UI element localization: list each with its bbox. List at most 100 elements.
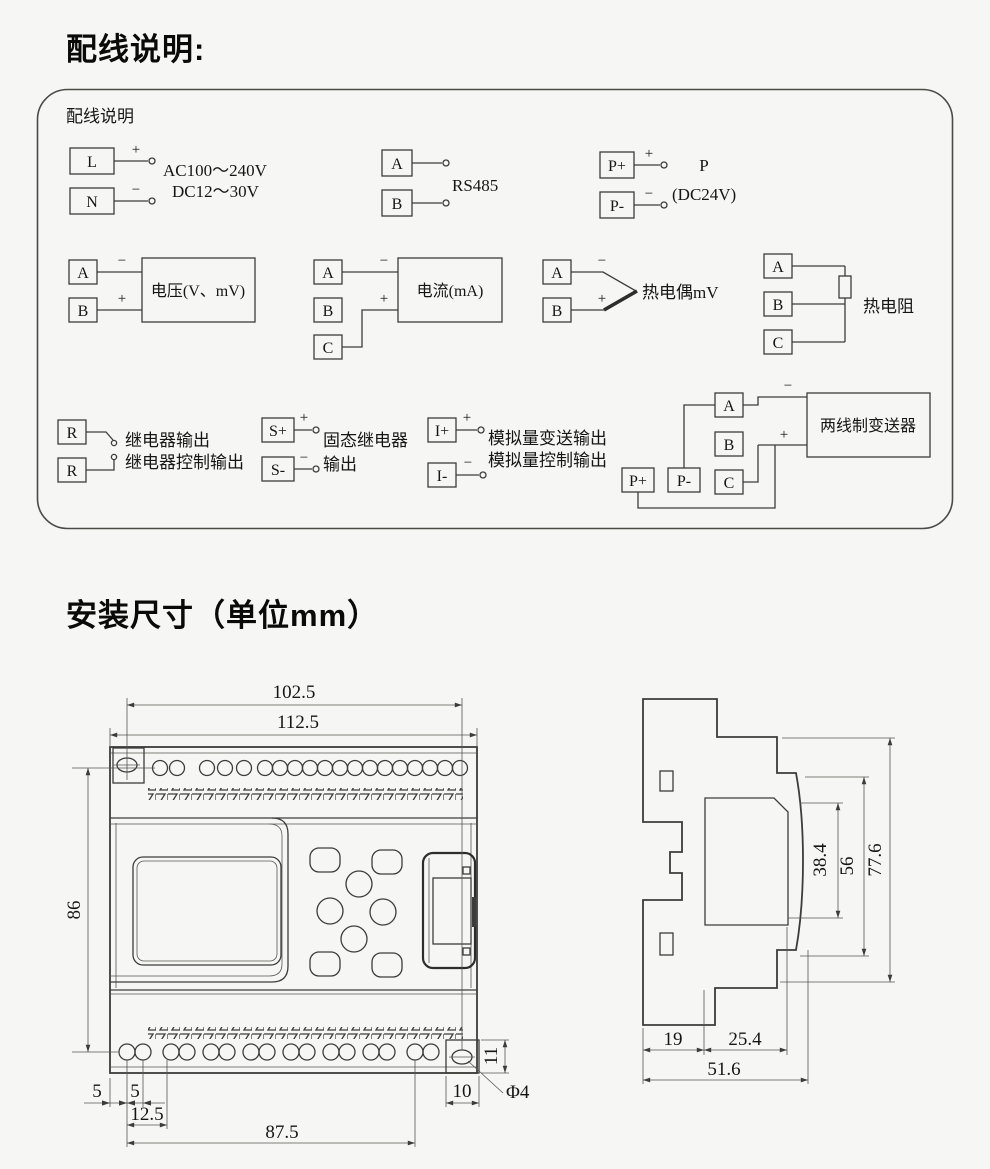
key-top-right[interactable] (371, 849, 403, 875)
dim-11: 11 (481, 1047, 502, 1065)
relay-output-wiring: R R 继电器输出 继电器控制输出 (57, 419, 244, 483)
rs485-wiring: A B RS485 (381, 149, 498, 217)
svg-text:P+: P+ (608, 158, 626, 175)
svg-text:−: − (380, 253, 388, 269)
svg-text:−: − (598, 253, 606, 269)
dim-19: 19 (664, 1029, 683, 1050)
aux-power-wiring: P+ + P- − P (DC24V) (599, 146, 736, 219)
dim-5b: 5 (130, 1081, 140, 1102)
svg-text:+: + (118, 291, 126, 307)
svg-text:B: B (724, 437, 735, 454)
dim-5a: 5 (92, 1081, 102, 1102)
svg-text:A: A (551, 265, 563, 282)
svg-text:P-: P- (610, 198, 624, 215)
svg-text:−: − (132, 182, 140, 198)
installation-drawing: 102.5 112.5 86 5 5 12.5 87.5 (64, 682, 895, 1147)
top-vent-serration (148, 788, 463, 800)
transmitter-label: 两线制变送器 (820, 417, 916, 435)
ssr-label-1: 固态继电器 (323, 431, 408, 450)
lcd-display (132, 856, 282, 966)
svg-text:−: − (464, 455, 472, 471)
svg-text:C: C (323, 340, 334, 357)
keypad (309, 847, 403, 978)
wiring-heading: 配线说明: (66, 32, 206, 67)
relay-label-2: 继电器控制输出 (125, 453, 244, 472)
wiring-box-border (36, 88, 954, 530)
svg-text:+: + (598, 291, 606, 307)
bottom-vent-serration (148, 1027, 463, 1039)
dim-125: 12.5 (130, 1104, 163, 1125)
thermocouple-wiring: A B − + 热电偶mV (542, 253, 719, 323)
analog-label-2: 模拟量控制输出 (488, 451, 607, 470)
aux-name: P (699, 156, 708, 175)
svg-text:R: R (67, 425, 78, 442)
key-bottom-left[interactable] (309, 951, 341, 977)
dim-10: 10 (453, 1081, 472, 1102)
svg-text:P+: P+ (629, 473, 647, 490)
rs485-label: RS485 (452, 176, 498, 195)
front-view-dimensions: 102.5 112.5 86 5 5 12.5 87.5 (64, 682, 530, 1147)
rtd-label: 热电阻 (863, 297, 914, 316)
svg-text:+: + (463, 410, 471, 426)
svg-text:P-: P- (677, 473, 691, 490)
analog-output-wiring: I+ + I- − 模拟量变送输出 模拟量控制输出 (427, 410, 607, 488)
svg-text:−: − (300, 450, 308, 466)
svg-text:+: + (132, 142, 140, 158)
key-up[interactable] (345, 870, 373, 898)
power-ac-label: AC100～240V (163, 161, 268, 180)
svg-text:A: A (322, 265, 334, 282)
svg-text:−: − (645, 186, 653, 202)
side-window-outline (704, 797, 789, 926)
wiring-diagram: 配线说明 L + N − AC100～240V DC12～30V A B RS4… (36, 88, 954, 530)
analog-label-1: 模拟量变送输出 (488, 429, 607, 448)
power-dc-label: DC12～30V (172, 182, 260, 201)
svg-text:B: B (78, 303, 89, 320)
svg-text:+: + (300, 410, 308, 426)
aux-volt: (DC24V) (672, 185, 736, 204)
svg-text:A: A (77, 265, 89, 282)
side-view (642, 698, 804, 1026)
rtd-wiring: A B C 热电阻 (763, 253, 914, 355)
bottom-terminal-row (118, 1043, 440, 1061)
face-plate (110, 817, 477, 995)
dim-hole-diameter: Φ4 (506, 1082, 530, 1103)
mounting-heading: 安装尺寸（单位mm） (66, 598, 380, 633)
key-left[interactable] (316, 897, 344, 925)
mounting-ear-bottom-right (445, 1039, 480, 1074)
svg-text:I+: I+ (435, 423, 449, 440)
current-label: 电流(mA) (417, 282, 484, 300)
thermocouple-label: 热电偶mV (642, 283, 719, 302)
dim-875: 87.5 (265, 1122, 298, 1143)
svg-text:B: B (323, 303, 334, 320)
svg-text:R: R (67, 463, 78, 480)
relay-label-1: 继电器输出 (125, 431, 210, 450)
key-right[interactable] (369, 898, 397, 926)
dim-total-width: 112.5 (277, 712, 319, 733)
top-terminal-row (151, 759, 469, 777)
side-view-dimensions: 38.4 56 77.6 19 25.4 51.6 (642, 737, 895, 1084)
key-top-left[interactable] (309, 847, 341, 873)
ssr-label-2: 输出 (323, 455, 357, 474)
side-connector-port (421, 851, 477, 970)
front-view (109, 746, 480, 1074)
dim-254: 25.4 (728, 1029, 762, 1050)
svg-text:A: A (772, 259, 784, 276)
ssr-output-wiring: S+ + S- − 固态继电器 输出 (261, 410, 408, 482)
svg-text:S-: S- (271, 462, 285, 479)
svg-text:B: B (552, 303, 563, 320)
svg-text:+: + (380, 291, 388, 307)
svg-text:+: + (780, 427, 788, 443)
side-vent-top (659, 770, 674, 792)
transmitter-wiring: A B C P+ P- − + 两线制变送器 (621, 378, 931, 509)
dim-516: 51.6 (707, 1059, 740, 1080)
wiring-box-label: 配线说明 (66, 107, 134, 126)
key-down[interactable] (340, 925, 368, 953)
svg-text:C: C (724, 475, 735, 492)
svg-text:−: − (118, 253, 126, 269)
svg-text:B: B (773, 297, 784, 314)
power-supply-wiring: L + N − AC100～240V DC12～30V (69, 142, 268, 215)
svg-text:L: L (87, 154, 97, 171)
dim-384: 38.4 (810, 843, 831, 877)
key-bottom-right[interactable] (371, 952, 403, 978)
svg-text:I-: I- (437, 468, 448, 485)
